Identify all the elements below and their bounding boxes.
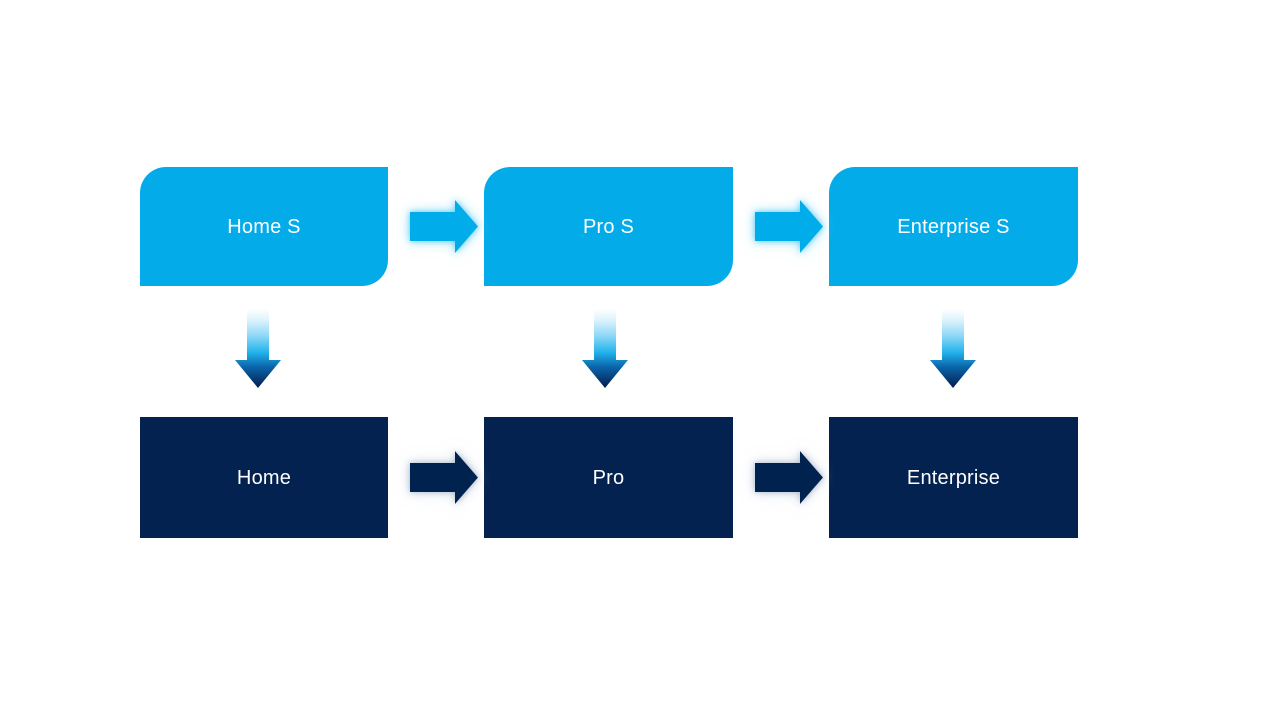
node-pro[interactable]: Pro (484, 417, 733, 538)
arrow-home-to-pro (410, 451, 478, 504)
node-home-s[interactable]: Home S (140, 167, 388, 286)
node-enterprise-s[interactable]: Enterprise S (829, 167, 1078, 286)
node-pro-label: Pro (592, 466, 625, 489)
node-enterprise-label: Enterprise (906, 466, 1001, 489)
arrow-home-s-to-home (235, 309, 281, 388)
node-home[interactable]: Home (140, 417, 388, 538)
node-home-label: Home (236, 466, 292, 489)
arrow-pro-to-enterprise (755, 451, 823, 504)
arrow-pro-s-to-pro (582, 309, 628, 388)
node-enterprise[interactable]: Enterprise (829, 417, 1078, 538)
arrow-pro-s-to-enterprise-s (755, 200, 823, 253)
node-pro-s-label: Pro S (582, 215, 635, 238)
node-enterprise-s-label: Enterprise S (897, 215, 1010, 238)
arrow-enterprise-s-to-enterprise (930, 309, 976, 388)
node-home-s-label: Home S (227, 215, 301, 238)
arrow-home-s-to-pro-s (410, 200, 478, 253)
node-pro-s[interactable]: Pro S (484, 167, 733, 286)
